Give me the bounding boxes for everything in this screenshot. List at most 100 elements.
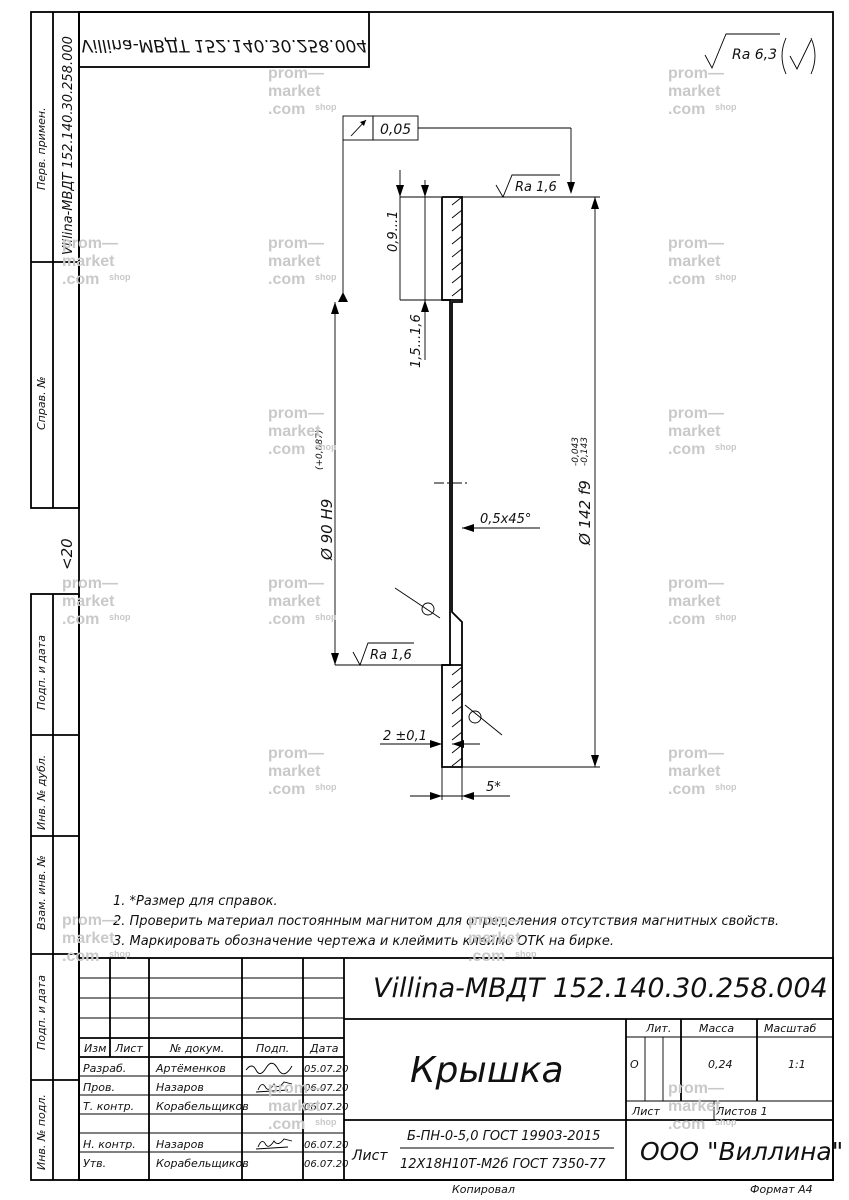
svg-text:prom—: prom— <box>268 65 324 82</box>
svg-text:market: market <box>668 423 721 440</box>
signature-3 <box>255 1138 293 1150</box>
svg-text:prom—: prom— <box>268 235 324 252</box>
svg-text:prom—: prom— <box>668 575 724 592</box>
svg-text:market: market <box>668 763 721 780</box>
svg-text:.com: .com <box>268 101 305 118</box>
signature-2 <box>255 1081 293 1093</box>
svg-text:prom—: prom— <box>62 575 118 592</box>
note-2: 2. Проверить материал постоянным магнито… <box>113 914 779 929</box>
svg-text:Пров.: Пров. <box>83 1081 115 1094</box>
dim-ref-width: 5* <box>486 780 501 795</box>
svg-text:.com: .com <box>468 948 505 965</box>
header-data: Дата <box>309 1042 339 1055</box>
svg-text:prom—: prom— <box>268 745 324 762</box>
mass-label: Масса <box>699 1022 734 1035</box>
svg-text:Назаров: Назаров <box>156 1081 204 1094</box>
dim-thickness: 2 ±0,1 <box>383 729 427 744</box>
runout-tolerance: 0,05 <box>380 122 411 138</box>
svg-text:market: market <box>268 763 321 780</box>
svg-text:market: market <box>268 253 321 270</box>
note-1: 1. *Размер для справок. <box>113 894 278 909</box>
perv-primen-value: Villina-МВДТ 152.140.30.258.000 <box>61 36 76 255</box>
svg-text:.com: .com <box>268 611 305 628</box>
sprav-label: Справ. № <box>35 376 48 430</box>
designation: Villina-МВДТ 152.140.30.258.004 <box>373 973 828 1004</box>
svg-text:Утв.: Утв. <box>83 1157 106 1170</box>
technical-notes: 1. *Размер для справок. 2. Проверить мат… <box>113 894 779 949</box>
svg-text:06.07.20: 06.07.20 <box>304 1159 349 1170</box>
svg-text:market: market <box>668 83 721 100</box>
svg-text:.com: .com <box>62 948 99 965</box>
svg-text:shop: shop <box>715 442 737 452</box>
svg-text:shop: shop <box>715 272 737 282</box>
svg-text:market: market <box>268 593 321 610</box>
dim-h-top: 0,9...1 <box>386 211 401 252</box>
roughness-bottom: Ra 1,6 <box>370 648 412 663</box>
svg-text:prom—: prom— <box>62 912 118 929</box>
perv-primen-label: Перв. примен. <box>35 107 48 190</box>
svg-text:market: market <box>268 83 321 100</box>
svg-text:shop: shop <box>315 1117 337 1127</box>
svg-text:market: market <box>668 253 721 270</box>
dim-d-outer-tol-low: -0,143 <box>580 437 590 466</box>
svg-text:.com: .com <box>268 271 305 288</box>
svg-text:shop: shop <box>715 612 737 622</box>
roughness-top: Ra 1,6 <box>515 180 557 195</box>
svg-text:prom—: prom— <box>468 912 524 929</box>
format-label: Формат А4 <box>750 1183 813 1196</box>
svg-text:market: market <box>62 593 115 610</box>
svg-text:market: market <box>62 253 115 270</box>
note-3: 3. Маркировать обозначение чертежа и кле… <box>113 934 614 949</box>
svg-text:prom—: prom— <box>268 1080 324 1097</box>
header-podp: Подп. <box>256 1042 289 1055</box>
hatch-bottom <box>451 666 463 767</box>
svg-text:prom—: prom— <box>668 745 724 762</box>
vzam-inv: Взам. инв. № <box>35 855 48 930</box>
svg-text:market: market <box>62 930 115 947</box>
header-izm: Изм <box>84 1042 106 1055</box>
dim-d-inner-tol: (+0,087) <box>315 430 325 470</box>
svg-text:market: market <box>268 423 321 440</box>
lit-label: Лит. <box>645 1022 671 1035</box>
part-profile <box>434 196 470 768</box>
svg-text:06.07.20: 06.07.20 <box>304 1140 349 1151</box>
svg-text:.com: .com <box>668 781 705 798</box>
svg-text:06.07.20: 06.07.20 <box>304 1083 349 1094</box>
svg-text:06.07.20: 06.07.20 <box>304 1102 349 1113</box>
svg-text:prom—: prom— <box>668 65 724 82</box>
svg-text:Артёменков: Артёменков <box>155 1062 226 1075</box>
svg-text:shop: shop <box>109 949 131 959</box>
svg-text:prom—: prom— <box>668 235 724 252</box>
general-roughness: Ra 6,3 <box>704 33 816 75</box>
hatch-top <box>451 196 463 297</box>
header-list: Лист <box>114 1042 143 1055</box>
svg-text:shop: shop <box>715 782 737 792</box>
svg-text:market: market <box>668 593 721 610</box>
watermark-stamp: prom—market.com shop <box>668 745 737 798</box>
dim-d-outer: Ø 142 f9 <box>576 480 594 546</box>
svg-text:shop: shop <box>315 782 337 792</box>
svg-text:.com: .com <box>668 1116 705 1133</box>
svg-text:Назаров: Назаров <box>156 1138 204 1151</box>
inv-podl: Инв. № подл. <box>35 1094 48 1170</box>
svg-text:.com: .com <box>62 271 99 288</box>
scale-value: 1:1 <box>788 1058 806 1071</box>
svg-text:shop: shop <box>109 272 131 282</box>
svg-text:Корабельщиков: Корабельщиков <box>156 1100 249 1113</box>
svg-text:.com: .com <box>268 1116 305 1133</box>
svg-text:prom—: prom— <box>268 575 324 592</box>
svg-text:market: market <box>468 930 521 947</box>
dimensions: 0,05 Ra 1,6 0,9...1 1,5...1,6 Ø 90 H9 (+… <box>315 115 600 800</box>
svg-text:Н. контр.: Н. контр. <box>83 1138 136 1151</box>
mass-value: 0,24 <box>708 1058 733 1071</box>
dim-chamfer: 0,5х45° <box>480 512 531 527</box>
podp-data-2: Подп. и дата <box>35 975 48 1050</box>
